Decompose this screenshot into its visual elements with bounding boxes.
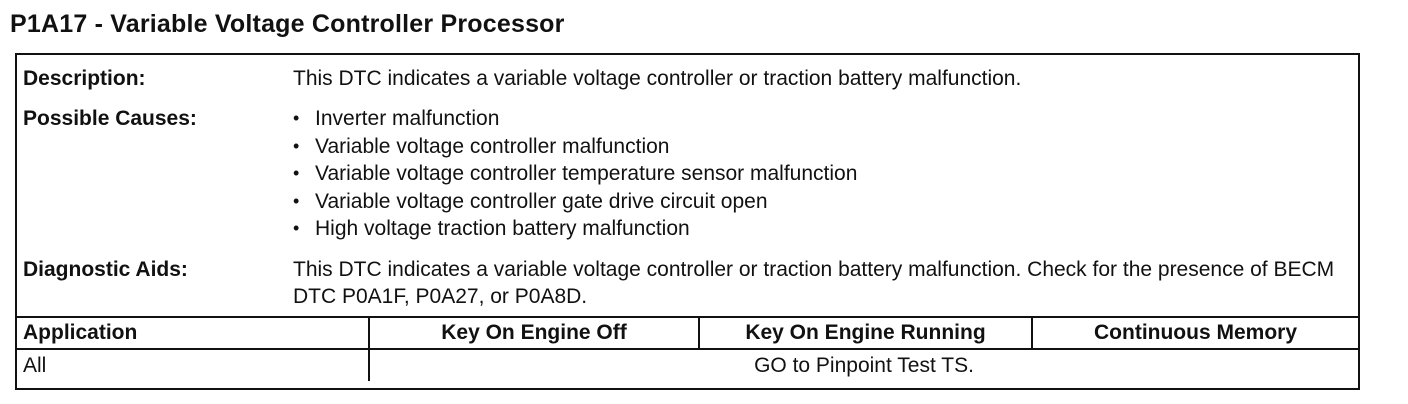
table-header-row: Application Key On Engine Off Key On Eng…	[17, 316, 1358, 350]
cause-item: High voltage traction battery malfunctio…	[293, 215, 1344, 243]
diagnostic-aids-text: This DTC indicates a variable voltage co…	[293, 258, 1335, 308]
dtc-details: Description: This DTC indicates a variab…	[17, 55, 1358, 316]
table-row: All GO to Pinpoint Test TS.	[17, 348, 1358, 381]
header-application: Application	[17, 316, 370, 350]
application-cell: All	[17, 348, 370, 381]
page-title: P1A17 - Variable Voltage Controller Proc…	[10, 10, 565, 38]
possible-causes-list-wrap: Inverter malfunction Variable voltage co…	[293, 105, 1344, 243]
description-text: This DTC indicates a variable voltage co…	[293, 67, 1022, 90]
header-key-on-engine-running: Key On Engine Running	[698, 316, 1033, 350]
possible-causes-list: Inverter malfunction Variable voltage co…	[293, 105, 1344, 243]
cause-item: Variable voltage controller gate drive c…	[293, 188, 1344, 216]
application-table: Application Key On Engine Off Key On Eng…	[17, 316, 1358, 381]
header-continuous-memory: Continuous Memory	[1031, 316, 1358, 350]
possible-causes-label: Possible Causes:	[23, 107, 197, 130]
action-cell: GO to Pinpoint Test TS.	[368, 348, 1358, 381]
diagnostic-aids-label: Diagnostic Aids:	[23, 258, 188, 281]
cause-item: Variable voltage controller malfunction	[293, 133, 1344, 161]
cause-item: Variable voltage controller temperature …	[293, 160, 1344, 188]
header-key-on-engine-off: Key On Engine Off	[368, 316, 700, 350]
cause-item: Inverter malfunction	[293, 105, 1344, 133]
description-label: Description:	[23, 67, 146, 90]
dtc-info-box: Description: This DTC indicates a variab…	[15, 53, 1360, 390]
